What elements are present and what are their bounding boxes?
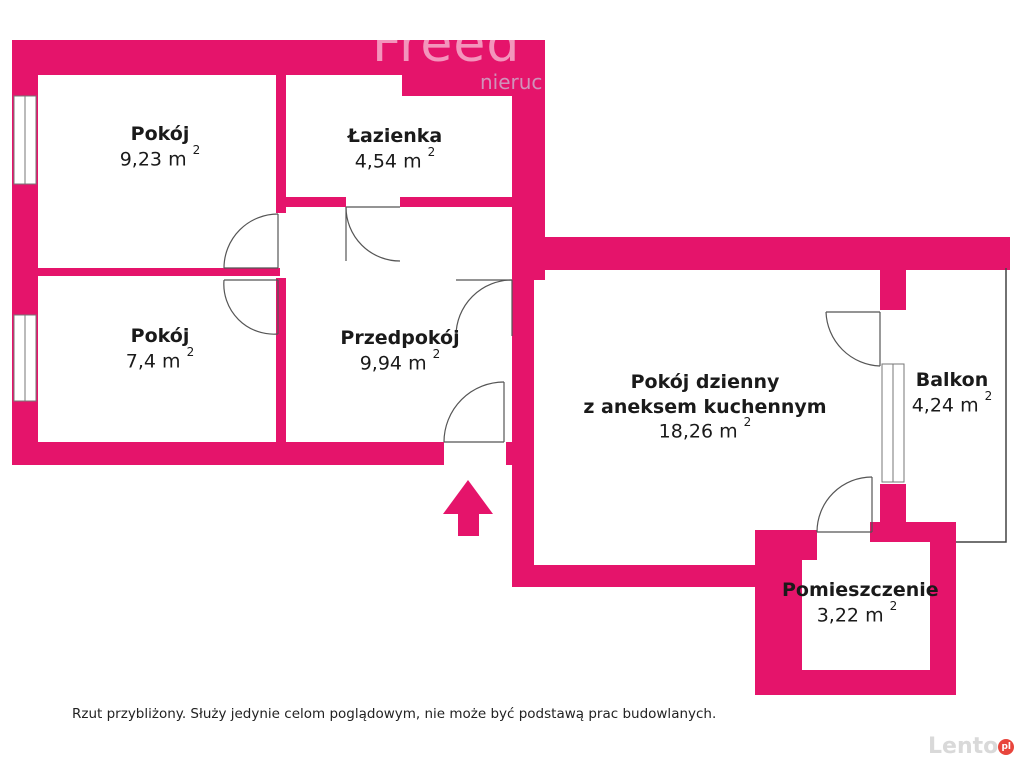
watermark-logo: Freed <box>372 14 521 74</box>
room-area: 3,22 m 2 <box>816 598 898 627</box>
balcony-outline <box>956 268 1007 543</box>
wall-room1-bath <box>276 75 286 213</box>
room-label-przedpokoj: Przedpokój 9,94 m 2 <box>300 326 500 376</box>
wall-rooms-divider <box>38 268 280 276</box>
room-label-pokoj-dzienny: Pokój dzienny z aneksem kuchennym 18,26 … <box>560 370 850 444</box>
room-area: 7,4 m 2 <box>125 344 195 373</box>
wall-living-bottom <box>512 565 782 587</box>
wall-bottom-left <box>12 442 444 465</box>
wall-living-right-top <box>880 237 906 310</box>
room-name: Pokój dzienny <box>630 371 780 393</box>
room-label-pokoj-2: Pokój 7,4 m 2 <box>60 324 260 374</box>
wall-storage-bottom <box>755 670 956 695</box>
room-name: Pokój <box>130 123 190 145</box>
room-name: Pokój <box>130 325 190 347</box>
wall-storage-left <box>755 530 802 695</box>
room-name-line2: z aneksem kuchennym <box>583 395 827 418</box>
room-label-pokoj-1: Pokój 9,23 m 2 <box>60 122 260 172</box>
room-name: Pomieszczenie <box>782 579 939 601</box>
room-label-pomieszczenie: Pomieszczenie 3,22 m 2 <box>782 578 939 628</box>
room-area: 9,23 m 2 <box>119 142 201 171</box>
wall-living-left <box>512 237 534 587</box>
watermark-subtext: nieruc <box>480 70 543 94</box>
room-area: 18,26 m 2 <box>658 415 752 443</box>
wall-storage-right <box>930 522 956 695</box>
wall-bath-bottom-right <box>400 197 512 207</box>
disclaimer-note: Rzut przybliżony. Służy jedynie celom po… <box>72 706 717 722</box>
wall-bath-bottom-left <box>276 197 346 207</box>
wall-right-top <box>512 237 1010 270</box>
wall-room2-hall <box>276 278 286 442</box>
room-label-balkon: Balkon 4,24 m 2 <box>900 368 1004 418</box>
room-name: Przedpokój <box>340 327 460 349</box>
entrance-arrow <box>443 480 493 536</box>
walls <box>12 40 1010 695</box>
lento-brand-text: Lento <box>928 734 999 759</box>
windows <box>13 95 905 483</box>
room-area: 9,94 m 2 <box>359 346 441 375</box>
room-name: Balkon <box>915 369 989 391</box>
room-label-lazienka: Łazienka 4,54 m 2 <box>300 124 490 174</box>
lento-badge-icon: pl <box>998 739 1015 755</box>
room-name: Łazienka <box>347 125 443 147</box>
door-swings <box>223 206 881 533</box>
room-area: 4,54 m 2 <box>354 144 436 173</box>
room-area: 4,24 m 2 <box>911 388 993 417</box>
